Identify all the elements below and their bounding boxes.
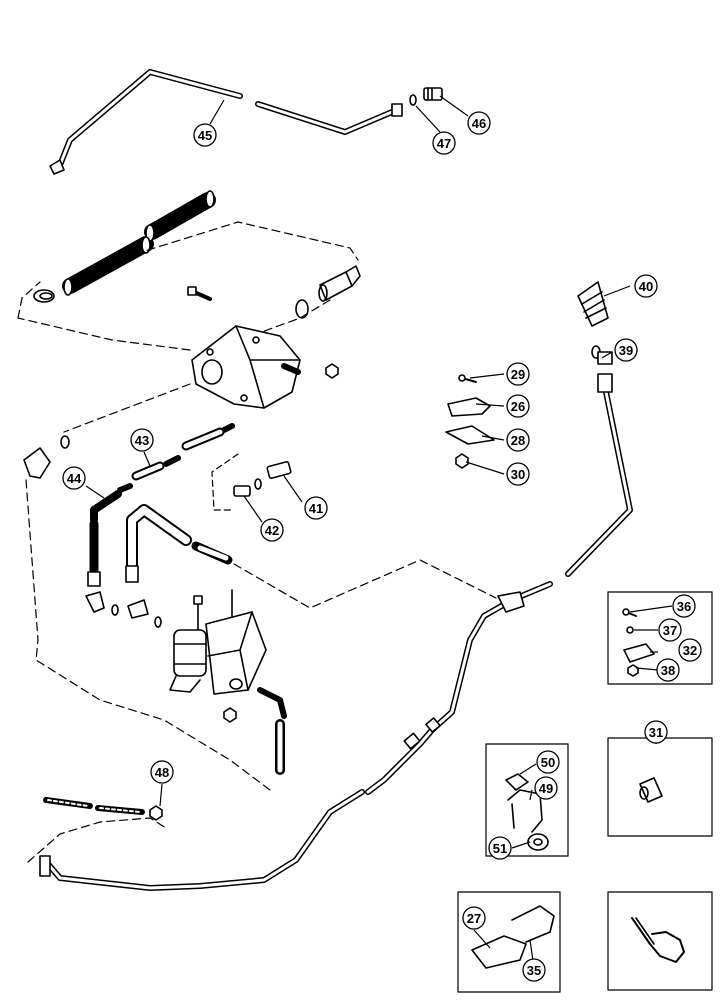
sleeve-31	[639, 777, 663, 803]
parts-29-30	[445, 374, 495, 469]
callout-40: 40	[634, 274, 658, 298]
dashed-pump-left	[63, 383, 191, 433]
inset-box-49-51	[485, 743, 569, 857]
svg-text:43: 43	[135, 433, 149, 448]
dashed-bottom	[27, 817, 167, 863]
clamps-48	[43, 797, 163, 821]
hose-upper	[62, 190, 216, 296]
svg-text:42: 42	[265, 523, 279, 538]
callout-29: 29	[506, 362, 530, 386]
callout-27: 27	[462, 906, 486, 930]
callout-38: 38	[656, 658, 680, 682]
callout-32: 32	[678, 638, 702, 662]
bracket-27-35	[471, 905, 555, 969]
svg-text:30: 30	[511, 467, 525, 482]
svg-text:37: 37	[663, 623, 677, 638]
bolt-pump	[187, 286, 212, 301]
inset-box-27-35	[457, 891, 561, 993]
svg-text:31: 31	[649, 725, 663, 740]
callout-47: 47	[432, 131, 456, 155]
svg-text:27: 27	[467, 911, 481, 926]
hose-43	[131, 423, 235, 481]
callout-39: 39	[614, 338, 638, 362]
valve-block	[169, 589, 267, 695]
svg-text:49: 49	[539, 781, 553, 796]
svg-text:32: 32	[683, 643, 697, 658]
svg-text:29: 29	[511, 367, 525, 382]
elbows-lower-left	[85, 591, 162, 628]
callout-43: 43	[130, 428, 154, 452]
svg-text:38: 38	[661, 663, 675, 678]
fitting-39	[591, 345, 613, 365]
callout-42: 42	[260, 518, 284, 542]
hose-44	[87, 483, 133, 587]
nut-pump	[325, 363, 339, 379]
svg-text:26: 26	[511, 399, 525, 414]
svg-text:46: 46	[472, 116, 486, 131]
tube-45	[49, 69, 403, 175]
svg-text:44: 44	[67, 471, 82, 486]
callout-28: 28	[506, 428, 530, 452]
dashed-to-tube	[233, 559, 497, 609]
tie-band	[631, 917, 685, 963]
callout-44: 44	[62, 466, 86, 490]
nut-valve	[223, 707, 237, 723]
callout-46: 46	[467, 111, 491, 135]
callout-26: 26	[506, 394, 530, 418]
dashed-outline-lower	[25, 479, 271, 791]
callout-30: 30	[506, 462, 530, 486]
callout-35: 35	[522, 958, 546, 982]
hose-center	[125, 504, 233, 583]
coupler-40	[577, 281, 609, 327]
svg-text:50: 50	[541, 755, 555, 770]
svg-text:39: 39	[619, 343, 633, 358]
tube-main	[365, 373, 633, 795]
leader-lines	[85, 95, 673, 969]
callout-41: 41	[304, 496, 328, 520]
svg-text:28: 28	[511, 433, 525, 448]
hose-clamp	[33, 289, 55, 303]
svg-text:36: 36	[677, 599, 691, 614]
hose-lower-valve	[257, 687, 287, 775]
dashed-outline-upper	[17, 221, 359, 351]
callout-48: 48	[150, 760, 174, 784]
hydraulic-pump	[191, 325, 301, 409]
tube-bottom	[39, 789, 365, 891]
svg-text:40: 40	[639, 279, 653, 294]
inset-box-band	[607, 891, 713, 991]
svg-text:47: 47	[437, 136, 451, 151]
svg-text:41: 41	[309, 501, 323, 516]
svg-text:51: 51	[493, 841, 507, 856]
inset-box-36-38	[607, 591, 713, 685]
svg-text:45: 45	[198, 128, 212, 143]
o-ring-upper	[295, 299, 309, 319]
bracket-32	[622, 608, 655, 677]
o-ring-47	[409, 94, 417, 106]
callout-49: 49	[534, 776, 558, 800]
callout-45: 45	[193, 123, 217, 147]
callout-36: 36	[672, 594, 696, 618]
svg-text:35: 35	[527, 963, 541, 978]
callout-31: 31	[644, 720, 668, 744]
fitting-upper-right	[318, 265, 361, 302]
callout-37: 37	[658, 618, 682, 642]
callout-51: 51	[488, 836, 512, 860]
dashed-inset-fittings	[211, 453, 239, 511]
svg-text:48: 48	[155, 765, 169, 780]
fitting-46	[423, 87, 443, 101]
elbow-left	[23, 435, 70, 479]
callout-50: 50	[536, 750, 560, 774]
fittings-41-42	[233, 461, 292, 497]
